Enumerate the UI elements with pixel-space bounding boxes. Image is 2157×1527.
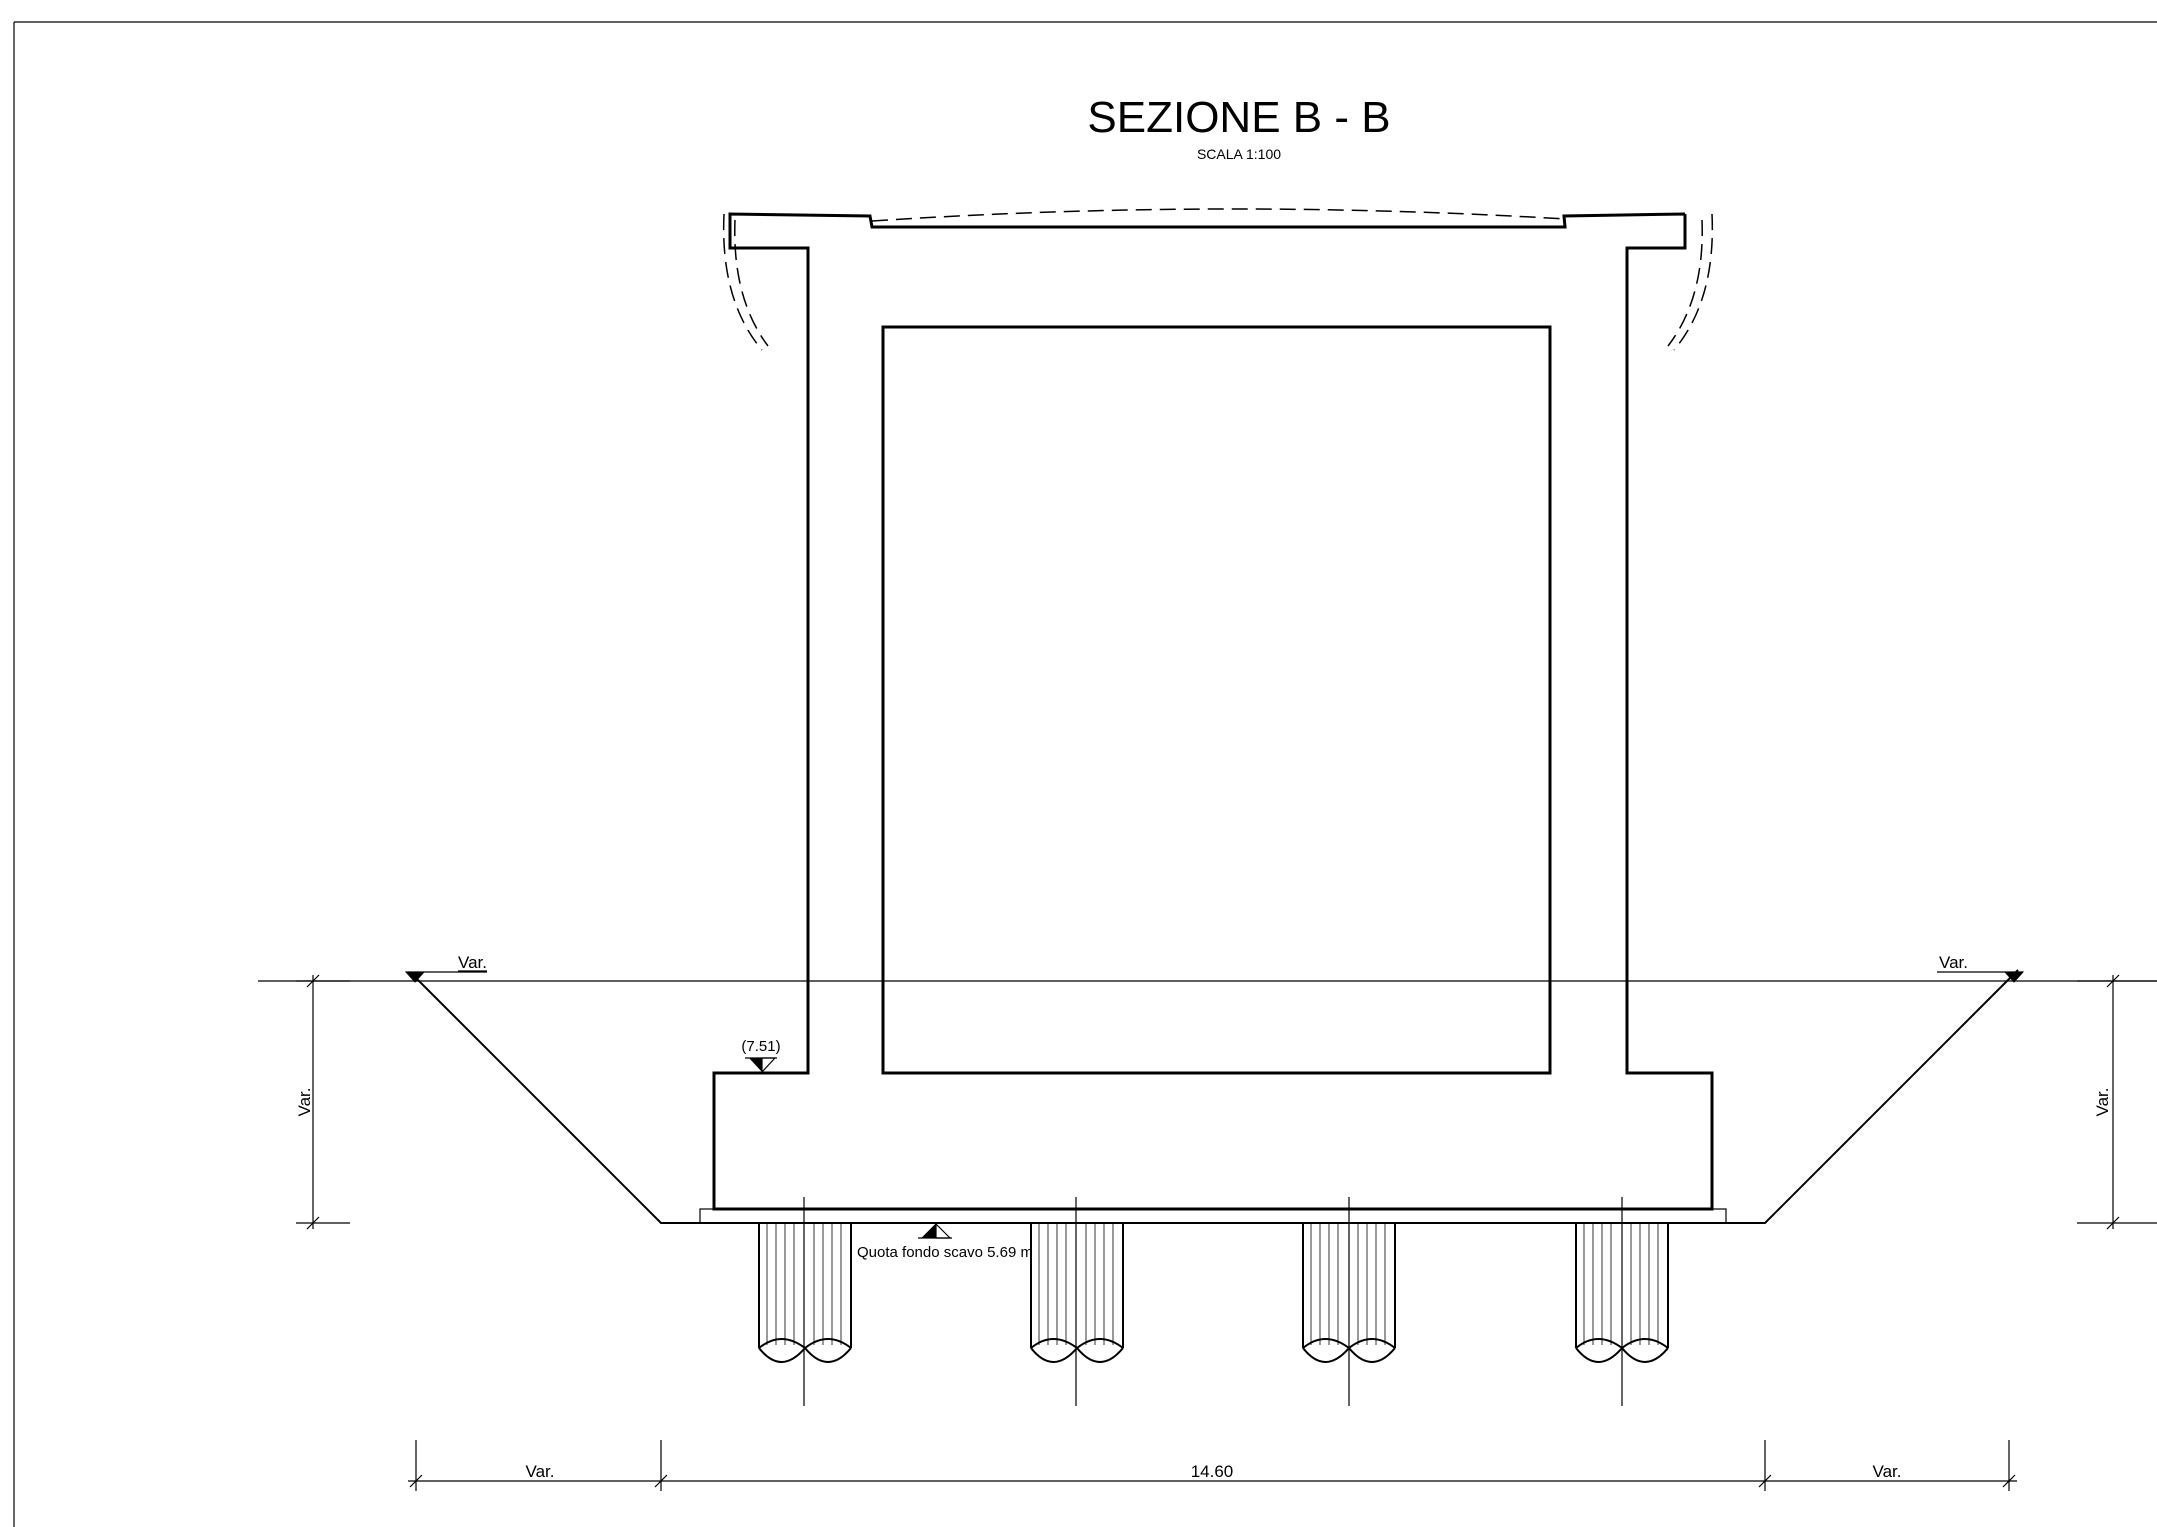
- guardrail-left: [722, 213, 769, 351]
- drawing-title: SEZIONE B - B: [1087, 93, 1390, 142]
- vertical-dimension-label-right: Var.: [2093, 1088, 2112, 1117]
- drawing-scale: SCALA 1:100: [1197, 146, 1281, 162]
- level-label-foundation-top: (7.51): [741, 1038, 780, 1055]
- sheet-border: [13, 21, 2157, 1527]
- ground-level-label-left: Var.: [458, 953, 487, 972]
- horizontal-dimension-chain: Var. 14.60 Var.: [408, 1440, 2017, 1491]
- level-marker-excavation-bottom: Quota fondo scavo 5.69 m: [857, 1222, 1033, 1261]
- excavation-profile: [410, 969, 2019, 1224]
- culvert-inner-cell: [881, 325, 1552, 1075]
- guardrail-right: [1667, 213, 1714, 351]
- dimension-label-center: 14.60: [1191, 1462, 1234, 1481]
- dimension-label-left: Var.: [526, 1462, 555, 1481]
- pile-4: [1575, 1197, 1669, 1406]
- lean-concrete-layer: [699, 1208, 1727, 1224]
- dimension-label-right: Var.: [1873, 1462, 1902, 1481]
- ground-level-marker-left: Var.: [404, 953, 487, 983]
- road-profile-dashed: [871, 208, 1566, 222]
- pile-3: [1302, 1197, 1396, 1406]
- level-marker-foundation-top: (7.51): [741, 1038, 781, 1074]
- vertical-dimension-label-left: Var.: [295, 1088, 314, 1117]
- level-label-excavation-bottom: Quota fondo scavo 5.69 m: [857, 1244, 1033, 1261]
- pile-2: [1030, 1197, 1124, 1406]
- vertical-dimension-right: Var.: [2077, 974, 2157, 1230]
- ground-level-marker-right: Var.: [1937, 953, 2025, 983]
- ground-level-label-right: Var.: [1939, 953, 1968, 972]
- culvert-outer-outline: [712, 212, 1714, 1211]
- pile-1: [758, 1197, 852, 1406]
- vertical-dimension-left: Var.: [295, 974, 350, 1230]
